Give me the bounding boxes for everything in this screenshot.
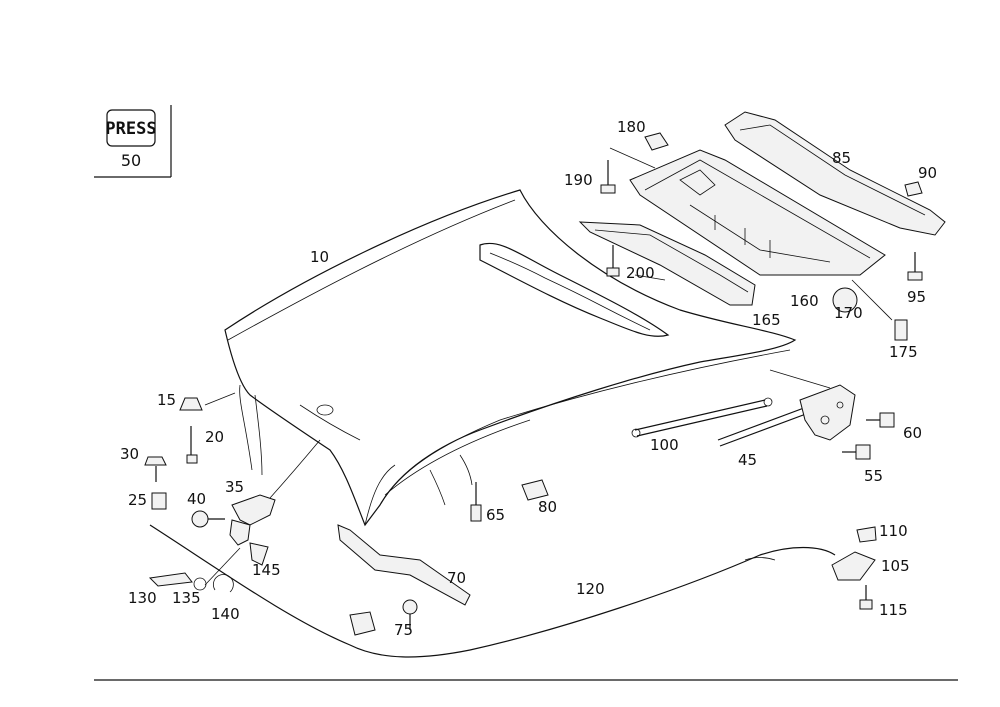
label-30: 30 xyxy=(120,445,139,463)
label-85: 85 xyxy=(832,149,851,167)
label-20: 20 xyxy=(205,428,224,446)
label-70: 70 xyxy=(447,569,466,587)
small-release-parts xyxy=(148,542,269,593)
label-200: 200 xyxy=(626,264,655,282)
label-165: 165 xyxy=(752,311,781,329)
press-title: PRESS xyxy=(105,119,156,139)
label-115: 115 xyxy=(879,601,908,619)
label-65: 65 xyxy=(486,506,505,524)
press-number: 50 xyxy=(121,151,141,170)
label-130: 130 xyxy=(128,589,157,607)
label-45: 45 xyxy=(738,451,757,469)
label-145: 145 xyxy=(252,561,281,579)
label-180: 180 xyxy=(617,118,646,136)
press-stamp: PRESS 50 xyxy=(94,105,172,178)
label-175: 175 xyxy=(889,343,918,361)
grille-trim xyxy=(724,111,946,236)
misc-fasteners xyxy=(349,132,923,636)
label-75: 75 xyxy=(394,621,413,639)
hood-lock-assembly xyxy=(144,397,276,546)
label-160: 160 xyxy=(790,292,819,310)
hood-panel xyxy=(224,189,797,527)
label-135: 135 xyxy=(172,589,201,607)
label-190: 190 xyxy=(564,171,593,189)
leader-lines xyxy=(204,147,893,586)
label-170: 170 xyxy=(834,304,863,322)
label-60: 60 xyxy=(903,424,922,442)
part-labels: 10 15 20 25 30 35 40 45 55 60 65 70 75 8… xyxy=(120,118,937,639)
hood-hinge xyxy=(799,384,856,441)
label-105: 105 xyxy=(881,557,910,575)
hinge-bolts xyxy=(842,412,895,460)
label-100: 100 xyxy=(650,436,679,454)
side-trim-strip xyxy=(578,221,756,306)
label-80: 80 xyxy=(538,498,557,516)
label-90: 90 xyxy=(918,164,937,182)
label-120: 120 xyxy=(576,580,605,598)
release-lever xyxy=(337,524,471,606)
label-10: 10 xyxy=(310,248,329,266)
label-15: 15 xyxy=(157,391,176,409)
label-55: 55 xyxy=(864,467,883,485)
release-cable xyxy=(149,524,836,658)
label-140: 140 xyxy=(211,605,240,623)
label-110: 110 xyxy=(879,522,908,540)
label-25: 25 xyxy=(128,491,147,509)
label-40: 40 xyxy=(187,490,206,508)
label-35: 35 xyxy=(225,478,244,496)
label-95: 95 xyxy=(907,288,926,306)
air-intake-frame xyxy=(629,149,886,276)
